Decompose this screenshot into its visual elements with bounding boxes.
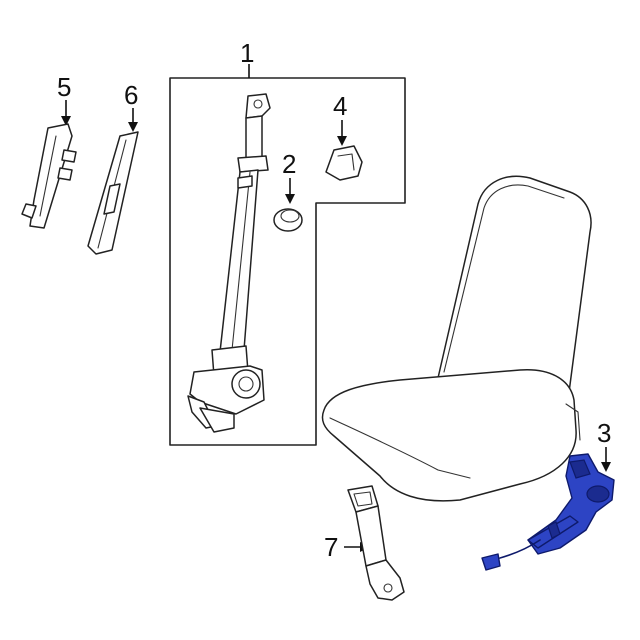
callout-6-label: 6 — [124, 80, 138, 110]
belt-assembly-frame — [169, 77, 406, 446]
belt-assembly — [187, 93, 271, 433]
pillar-trim — [87, 131, 139, 255]
callout-1-label: 1 — [240, 38, 254, 68]
callout-2-label: 2 — [282, 149, 296, 179]
guide-cover — [325, 145, 363, 181]
callout-3-label: 3 — [597, 418, 611, 448]
height-adjuster — [21, 123, 77, 229]
callout-4-label: 4 — [333, 91, 347, 121]
button-stop — [273, 208, 303, 232]
buckle-assembly — [481, 453, 615, 571]
seat — [321, 175, 592, 502]
center-buckle — [347, 485, 405, 601]
callout-5-label: 5 — [57, 72, 71, 102]
callout-7-label: 7 — [324, 532, 338, 562]
